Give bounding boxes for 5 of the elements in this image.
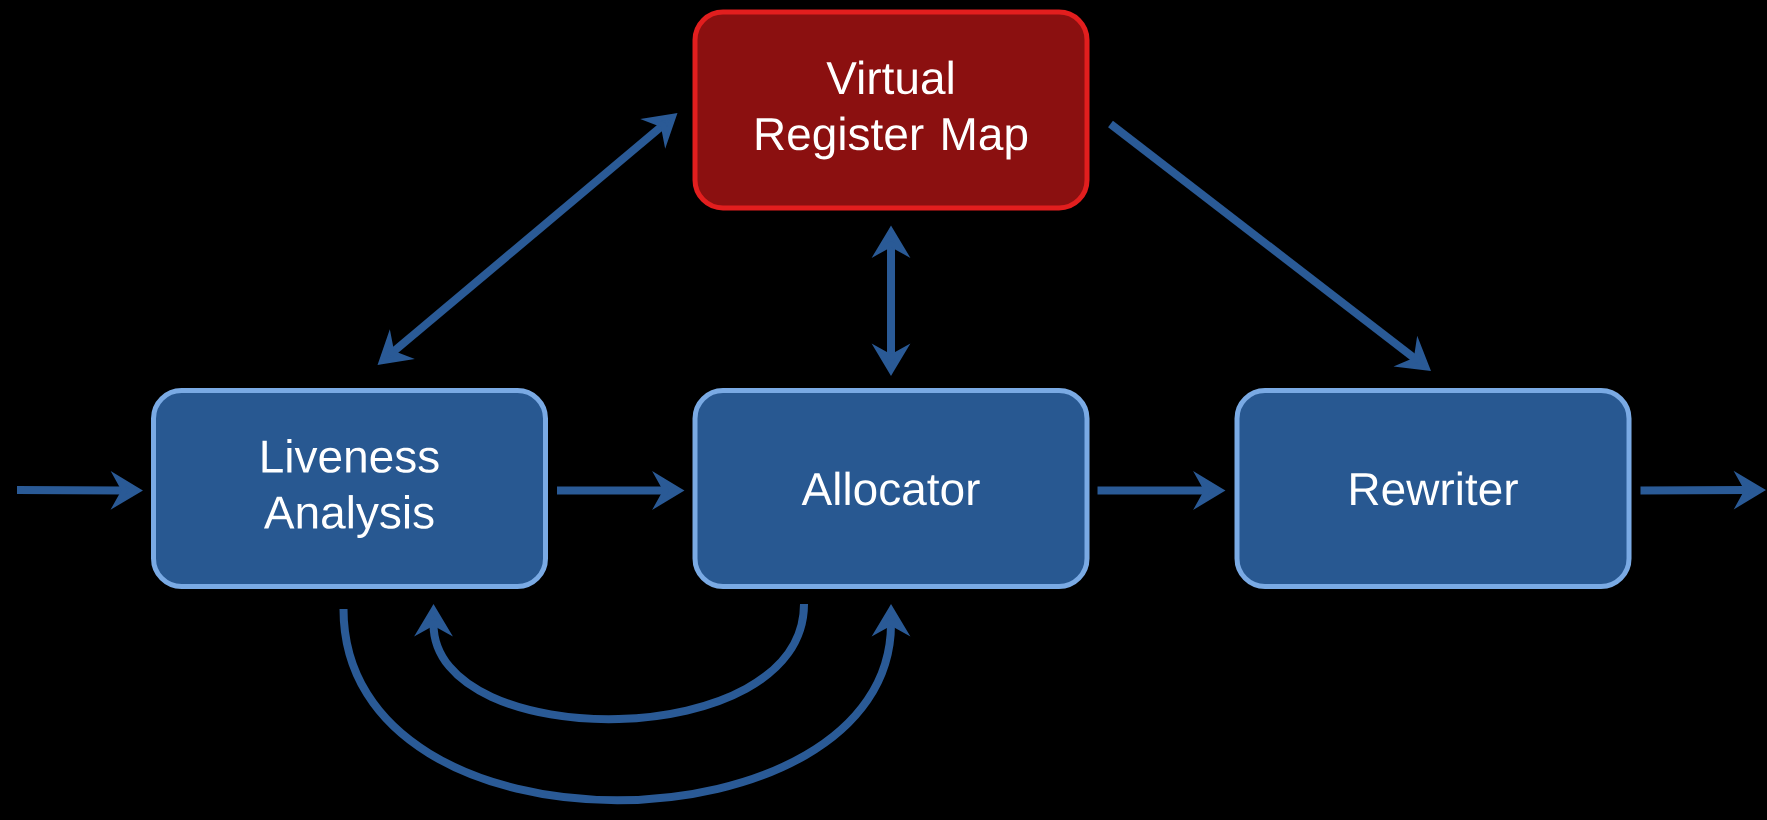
arrow (414, 603, 808, 723)
process-box: Virtual Register Map (692, 9, 1090, 211)
process-box: Rewriter (1234, 388, 1632, 589)
process-box: Allocator (692, 388, 1090, 589)
process-box: Liveness Analysis (151, 388, 548, 589)
